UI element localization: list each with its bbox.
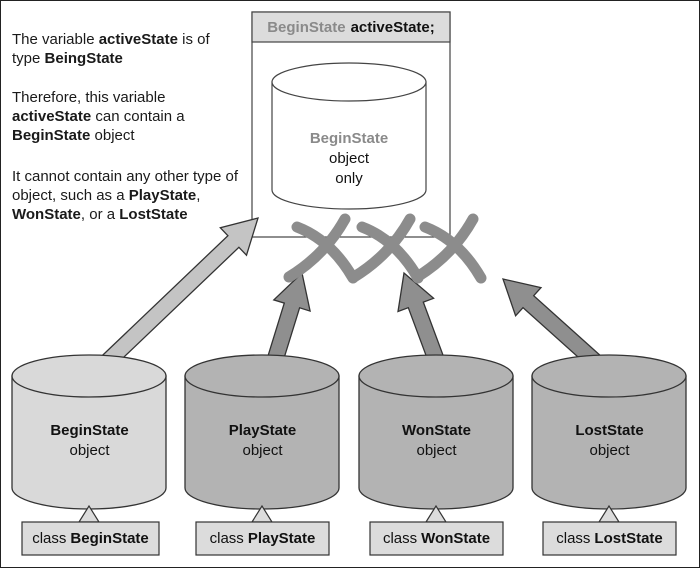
class-keyword: class	[382, 530, 418, 547]
rejection-crosses	[283, 213, 487, 284]
container-cylinder	[271, 62, 427, 210]
cross-stroke	[348, 213, 416, 283]
cylinder-loststate	[531, 354, 687, 510]
explanation-paragraph-2: Therefore, this variable activeState can…	[12, 88, 242, 145]
variable-name: activeState	[12, 108, 92, 125]
type-name: PlayState	[128, 187, 197, 204]
container-object-type: BeginState	[309, 130, 389, 147]
explanation-text: is of type	[12, 31, 210, 67]
cylinder-body	[531, 375, 687, 510]
cylinder-beginstate	[11, 354, 167, 510]
object-name: WonState	[402, 422, 471, 439]
class-box	[21, 521, 160, 556]
arrow-beginstate	[97, 217, 259, 372]
cylinder-body	[358, 375, 514, 510]
explanation-text: It cannot contain any other type of obje…	[12, 168, 238, 204]
explanation-paragraph-3: It cannot contain any other type of obje…	[12, 167, 242, 224]
explanation-text: , or a	[80, 206, 120, 223]
object-suffix: object	[69, 442, 110, 459]
class-keyword: class	[32, 530, 67, 547]
cylinder-body	[11, 375, 167, 510]
lost-state-object-label: LostState object	[532, 421, 687, 461]
class-label-boxes	[21, 504, 677, 556]
object-suffix: object	[589, 442, 630, 459]
explanation-text: ,	[196, 187, 201, 204]
explanation-text: The variable	[12, 31, 99, 48]
object-name: LostState	[575, 422, 644, 439]
cylinder-top	[184, 354, 340, 398]
class-keyword: class	[556, 530, 591, 547]
container-only-word: only	[335, 170, 363, 187]
container-cylinder-label: BeginState object only	[272, 129, 426, 189]
class-name: PlayState	[247, 530, 316, 547]
cross-icon	[348, 213, 424, 284]
cylinder-top	[358, 354, 514, 398]
class-name: LostState	[594, 530, 663, 547]
object-name: PlayState	[228, 422, 297, 439]
class-box	[369, 521, 504, 556]
declared-type: BeginState	[267, 18, 346, 36]
type-name: BeginState	[12, 127, 91, 144]
cross-stroke	[283, 213, 351, 283]
play-state-object-label: PlayState object	[185, 421, 340, 461]
declared-variable: activeState;	[350, 18, 435, 36]
cross-icon	[411, 213, 487, 284]
cylinder-wonstate	[358, 354, 514, 510]
class-name: BeginState	[70, 530, 149, 547]
cylinder-body	[184, 375, 340, 510]
explanation-paragraph-1: The variable activeState is of type Bein…	[12, 30, 242, 68]
cylinder-top	[531, 354, 687, 398]
object-suffix: object	[242, 442, 283, 459]
object-suffix: object	[416, 442, 457, 459]
begin-state-object-label: BeginState object	[12, 421, 167, 461]
arrows-group	[97, 217, 607, 374]
explanation-text: Therefore, this variable	[12, 89, 166, 106]
explanation-text: can contain a	[91, 108, 185, 125]
container-object-word: object	[328, 150, 370, 167]
cross-icon	[283, 213, 359, 284]
cross-stroke	[411, 213, 479, 283]
cylinder-top	[11, 354, 167, 398]
object-cylinders	[11, 354, 687, 510]
object-name: BeginState	[50, 422, 129, 439]
type-name: BeingState	[44, 50, 123, 67]
won-state-object-label: WonState object	[359, 421, 514, 461]
variable-name: activeState	[98, 31, 178, 48]
cylinder-playstate	[184, 354, 340, 510]
class-name: WonState	[421, 530, 491, 547]
variable-container-header	[251, 11, 451, 43]
type-name: LostState	[119, 206, 188, 223]
type-name: WonState	[12, 206, 81, 223]
class-keyword: class	[209, 530, 244, 547]
class-box	[542, 521, 677, 556]
class-box	[195, 521, 330, 556]
explanation-text: object	[90, 127, 135, 144]
